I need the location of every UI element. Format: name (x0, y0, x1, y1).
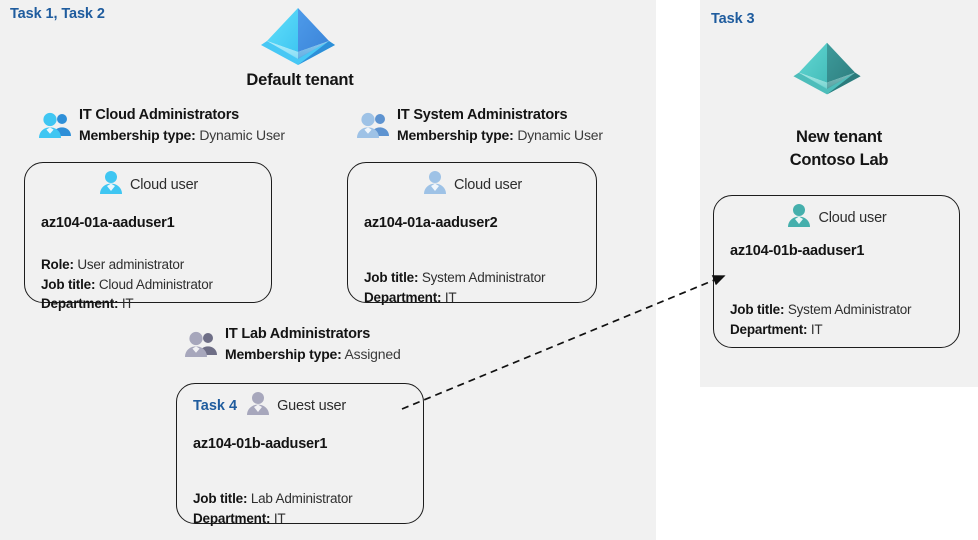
membership-value: Assigned (344, 346, 401, 362)
user-attributes: Job title: System Administrator Departme… (364, 268, 590, 307)
group-it-lab-administrators: IT Lab Administrators Membership type: A… (184, 325, 401, 365)
attr-label: Department: (364, 289, 442, 305)
attr-value: System Administrator (421, 270, 546, 285)
attr-label: Department: (41, 296, 119, 311)
user-type-label: Cloud user (818, 209, 887, 226)
attr-job-title: Job title: Cloud Administrator (41, 275, 265, 295)
membership-value: Dynamic User (517, 127, 603, 143)
user-card-aaduser1: Cloud user az104-01a-aaduser1 Role: User… (24, 162, 272, 311)
default-tenant-label: Default tenant (246, 71, 354, 89)
cloud-user-icon (786, 202, 812, 233)
attr-label: Job title: (193, 491, 248, 506)
membership-label: Membership type: (79, 127, 196, 143)
group-name: IT Cloud Administrators (79, 107, 240, 123)
attr-department: Department: IT (730, 320, 953, 340)
user-type-label: Guest user (277, 397, 346, 414)
membership-value: Dynamic User (199, 127, 285, 143)
group-name: IT Lab Administrators (225, 326, 371, 342)
azure-ad-tenant-pyramid-icon (788, 36, 866, 102)
default-tenant-panel (0, 0, 656, 540)
group-it-system-administrators: IT System Administrators Membership type… (356, 106, 603, 146)
cloud-user-icon (98, 169, 124, 200)
card-header: Task 4 Guest user (177, 390, 423, 421)
attr-value: IT (444, 289, 457, 305)
task-tag-1-2: Task 1, Task 2 (10, 6, 105, 22)
task-tag-3: Task 3 (711, 11, 755, 27)
attr-department: Department: IT (41, 294, 265, 314)
membership-label: Membership type: (397, 127, 514, 143)
attr-label: Job title: (364, 270, 419, 285)
attr-value: IT (121, 296, 134, 311)
user-card-guest-aaduser1: Task 4 Guest user az104-01b-aaduser1 Job… (176, 383, 424, 526)
attr-label: Department: (730, 321, 808, 337)
guest-user-icon (245, 390, 271, 421)
membership-label: Membership type: (225, 346, 342, 362)
user-principal-name: az104-01b-aaduser1 (193, 436, 328, 452)
user-principal-name: az104-01b-aaduser1 (730, 243, 865, 259)
card-header: Cloud user (25, 169, 271, 200)
task-tag-4: Task 4 (193, 397, 238, 414)
attr-job-title: Job title: Lab Administrator (193, 489, 417, 509)
user-type-label: Cloud user (453, 176, 523, 193)
attr-role: Role: User administrator (41, 255, 265, 275)
attr-value: Cloud Administrator (98, 276, 213, 292)
group-membership-type: Membership type: Dynamic User (397, 125, 603, 146)
new-tenant-label: New tenant Contoso Lab (700, 126, 978, 172)
attr-label: Job title: (41, 276, 96, 292)
user-type-label: Cloud user (129, 176, 199, 193)
group-it-cloud-administrators: IT Cloud Administrators Membership type:… (38, 106, 285, 146)
attr-label: Department: (193, 510, 271, 526)
user-principal-name: az104-01a-aaduser1 (41, 215, 175, 231)
user-attributes: Role: User administrator Job title: Clou… (41, 255, 265, 314)
attr-label: Role: (41, 257, 74, 272)
azure-ad-tenant-pyramid-icon (255, 2, 341, 72)
attr-department: Department: IT (193, 509, 417, 529)
cloud-user-icon (422, 169, 448, 200)
attr-value: System Administrator (787, 302, 912, 317)
attr-job-title: Job title: System Administrator (364, 268, 590, 288)
card-header: Cloud user (714, 202, 959, 233)
user-card-aaduser2: Cloud user az104-01a-aaduser2 Job title:… (347, 162, 597, 305)
attr-department: Department: IT (364, 288, 590, 308)
group-users-icon (356, 111, 390, 144)
attr-job-title: Job title: System Administrator (730, 300, 953, 320)
group-membership-type: Membership type: Dynamic User (79, 125, 285, 146)
attr-value: IT (273, 510, 286, 526)
attr-label: Job title: (730, 302, 785, 317)
user-principal-name: az104-01a-aaduser2 (364, 215, 498, 231)
user-attributes: Job title: System Administrator Departme… (730, 300, 953, 339)
group-users-icon (184, 330, 218, 363)
user-card-newtenant-aaduser1: Cloud user az104-01b-aaduser1 Job title:… (713, 195, 960, 348)
group-membership-type: Membership type: Assigned (225, 344, 401, 365)
attr-value: IT (810, 321, 823, 337)
card-header: Cloud user (348, 169, 596, 200)
attr-value: User administrator (77, 257, 185, 272)
attr-value: Lab Administrator (250, 491, 353, 506)
group-name: IT System Administrators (397, 107, 568, 123)
new-tenant-label-line1: New tenant (795, 128, 882, 146)
user-attributes: Job title: Lab Administrator Department:… (193, 489, 417, 528)
group-users-icon (38, 111, 72, 144)
new-tenant-label-line2: Contoso Lab (789, 151, 889, 169)
